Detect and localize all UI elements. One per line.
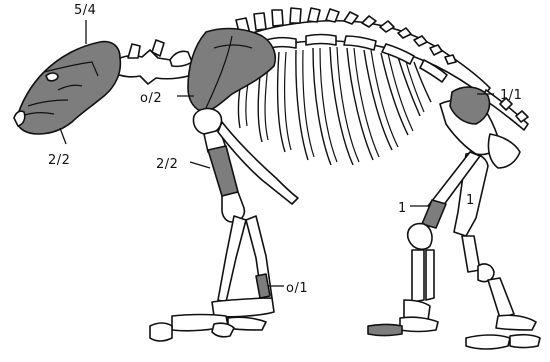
label-skull-top: 5/4 [74,3,96,18]
label-skull-bottom: 2/2 [48,153,70,168]
scapula [188,29,275,112]
label-pelvis: 1/1 [500,88,522,103]
label-scapula: o/2 [140,91,162,106]
leader-skull-bottom [60,128,66,144]
forelimb [150,109,298,341]
leader-humerus [190,162,210,168]
hindlimb [368,87,540,349]
label-tibia: 1 [466,193,475,208]
label-femur: 1 [398,201,407,216]
skull [14,42,120,134]
label-forefoot: o/1 [286,281,308,296]
label-humerus: 2/2 [156,157,178,172]
